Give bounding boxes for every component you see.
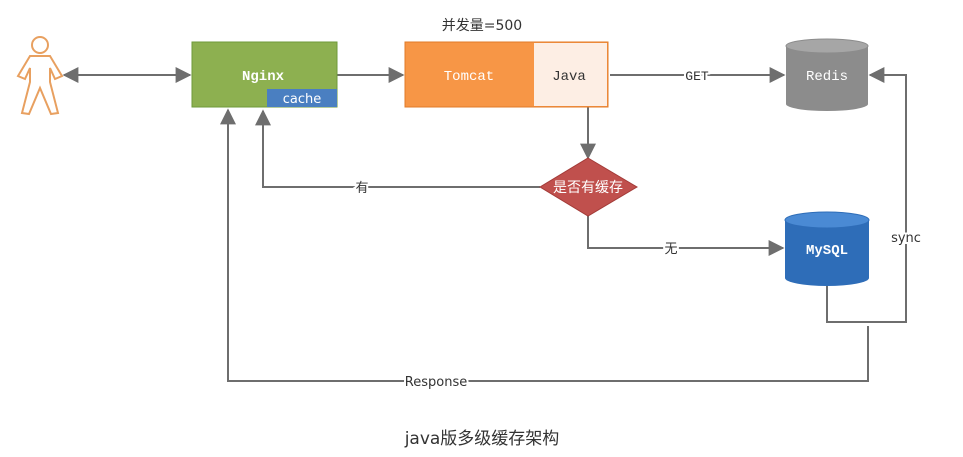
concurrency-title: 并发量=500 [442,18,522,34]
connector-lines [62,67,907,382]
redis-node: Redis [785,38,869,111]
nginx-cache-box [267,89,337,107]
decision-nginx-yes-arrow [255,109,540,188]
tomcat-node: Tomcat Java [404,41,609,108]
mysql-redis-sync-arrow [826,67,907,323]
java-box [534,43,607,106]
decision-label: 是否有缓存 [553,180,623,196]
nginx-node: Nginx cache [191,41,338,108]
mysql-label: MySQL [806,243,848,259]
mysql-nginx-response-arrow [220,108,869,382]
no-edge-label: 无 [664,242,677,257]
yes-edge-label: 有 [355,181,368,196]
diagram-caption: java版多级缓存架构 [404,429,560,449]
mysql-node: MySQL [784,211,870,286]
response-edge-label: Response [405,375,467,390]
nginx-label: Nginx [242,69,285,85]
nginx-cache-label: cache [283,92,322,107]
decision-mysql-no-arrow [587,216,785,256]
sync-edge-label: sync [891,231,921,246]
redis-label: Redis [806,69,848,85]
person-icon [16,36,64,116]
get-edge-label: GET [685,69,709,84]
cache-decision-node: 是否有缓存 [539,157,638,217]
java-label: Java [552,69,586,85]
tomcat-label: Tomcat [444,69,494,85]
